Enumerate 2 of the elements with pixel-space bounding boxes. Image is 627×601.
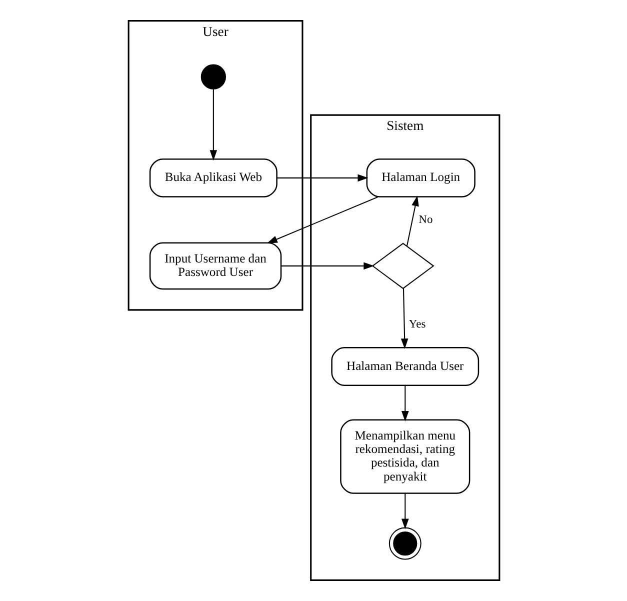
edge-label: Yes (408, 318, 426, 331)
edge-label: No (418, 214, 432, 226)
